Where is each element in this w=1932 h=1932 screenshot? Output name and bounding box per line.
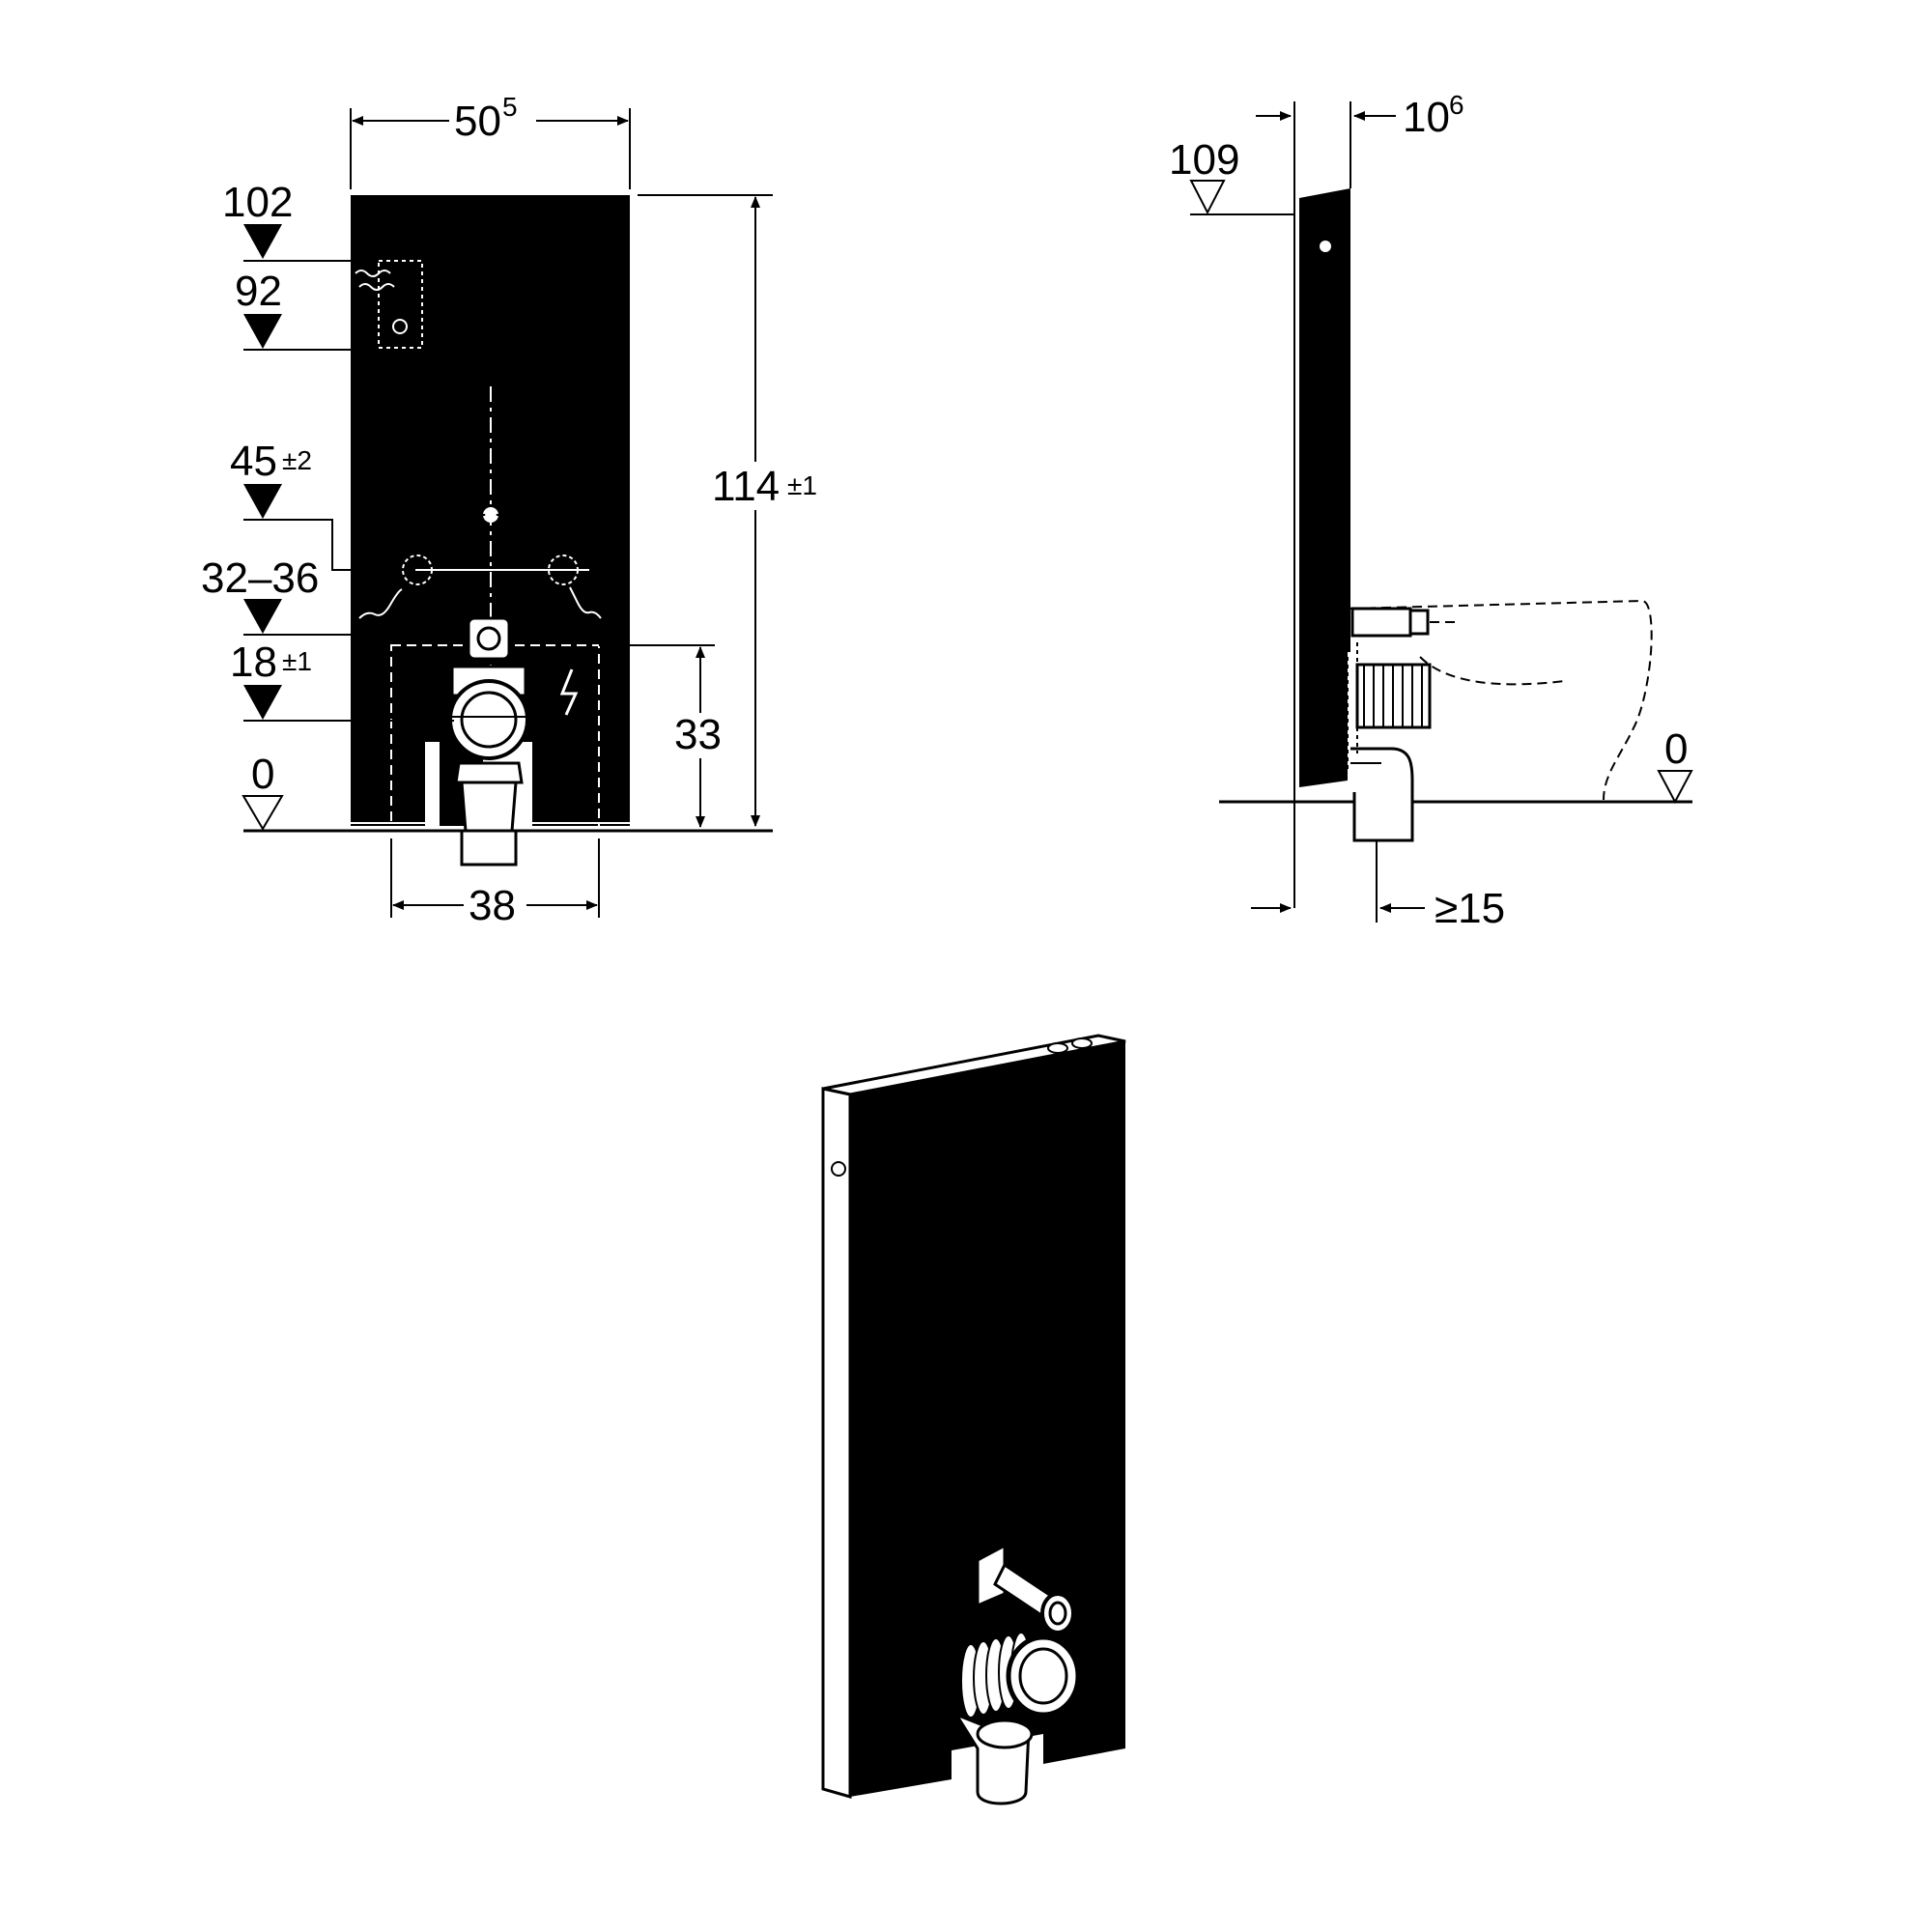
drain-pipe bbox=[460, 829, 518, 867]
side-level-0-marker bbox=[1657, 770, 1693, 805]
level-102: 102 bbox=[222, 179, 293, 226]
pipe-top bbox=[467, 616, 511, 661]
level-0-marker bbox=[242, 795, 284, 831]
valve-icon bbox=[392, 319, 408, 334]
side-panel bbox=[1299, 188, 1350, 787]
level-109: 109 bbox=[1169, 136, 1239, 184]
level-45: 45 bbox=[230, 438, 277, 485]
level-18: 18 bbox=[230, 639, 277, 686]
recess-outline bbox=[390, 644, 600, 828]
width-dimension: 50 bbox=[454, 98, 501, 145]
level-18-marker bbox=[243, 685, 282, 720]
front-view: 50 5 114 ±1 33 38 15 ±3 13 ±4 13 bbox=[201, 92, 817, 929]
supply-box bbox=[378, 260, 423, 349]
depth-dimension-sup: 6 bbox=[1449, 90, 1464, 120]
left-supply-icon bbox=[358, 588, 403, 619]
side-view: 10 6 109 0 ≥15 bbox=[1169, 90, 1693, 932]
flush-pipe bbox=[1350, 607, 1412, 638]
level-92-marker bbox=[243, 314, 282, 349]
level-92: 92 bbox=[235, 268, 282, 315]
offset-dimension: 15 bbox=[401, 375, 448, 422]
level-32-36-marker bbox=[243, 599, 282, 634]
toilet-bowl-outline bbox=[1350, 599, 1653, 801]
level-45-marker bbox=[243, 484, 282, 519]
flush-button-icon bbox=[1320, 241, 1331, 252]
right-supply-icon bbox=[569, 586, 602, 619]
left-spacing-tol: ±4 bbox=[442, 465, 472, 495]
depth-dimension: 10 bbox=[1403, 94, 1450, 141]
centre-point bbox=[483, 507, 498, 523]
flush-button-2 bbox=[1071, 1037, 1093, 1049]
electrical-icon bbox=[559, 668, 579, 716]
side-level-0: 0 bbox=[1664, 725, 1688, 773]
height-dimension: 114 bbox=[712, 463, 780, 510]
water-supply-icon bbox=[355, 270, 395, 291]
level-109-marker bbox=[1189, 180, 1226, 215]
width-dimension-sup: 5 bbox=[502, 92, 518, 122]
level-0: 0 bbox=[251, 751, 274, 798]
panel-side-face bbox=[821, 1087, 852, 1799]
side-hole bbox=[831, 1161, 846, 1177]
isometric-view bbox=[821, 1034, 1126, 1805]
left-spacing-dimension: 13 bbox=[394, 457, 441, 504]
flush-button-1 bbox=[1047, 1042, 1068, 1054]
right-spacing-dimension: 13 bbox=[502, 457, 550, 504]
offset-dimension-tol: ±3 bbox=[451, 382, 481, 412]
level-102-marker bbox=[243, 224, 282, 259]
right-spacing-tol: ±4 bbox=[551, 465, 581, 495]
height-dimension-tol: ±1 bbox=[787, 470, 817, 500]
recess-width-dimension: 38 bbox=[469, 882, 516, 929]
outlet-height-dimension: 33 bbox=[674, 711, 722, 758]
level-45-tol: ±2 bbox=[282, 445, 312, 475]
level-18-tol: ±1 bbox=[282, 646, 312, 676]
level-32-36: 32–36 bbox=[201, 554, 319, 602]
drain-elbow bbox=[1350, 747, 1414, 842]
min-distance-dimension: ≥15 bbox=[1435, 885, 1505, 932]
